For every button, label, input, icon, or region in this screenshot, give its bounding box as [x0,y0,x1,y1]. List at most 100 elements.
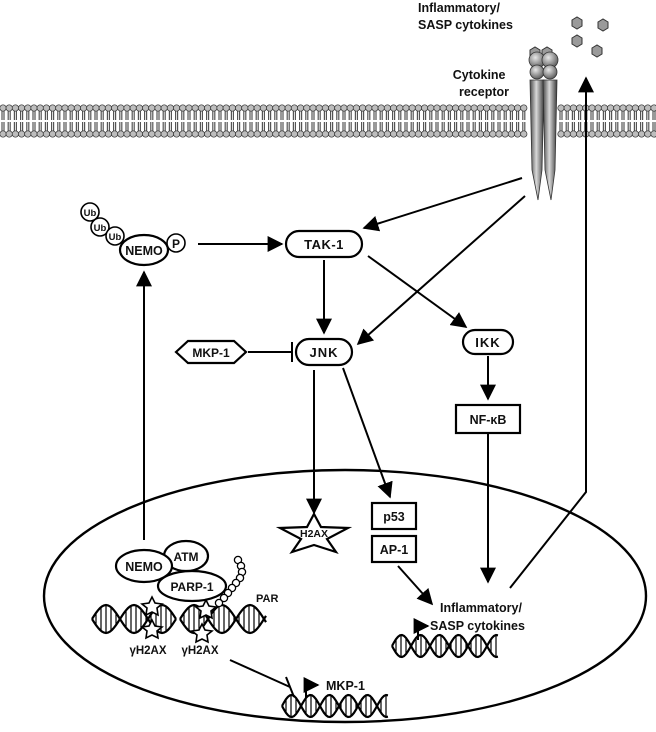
lipid-head [588,130,596,138]
hexagon-icon [571,16,583,30]
lipid-head [625,104,633,112]
lipid-head [148,130,156,138]
lipid-head [588,104,596,112]
lipid-head [445,104,453,112]
par-bead [219,593,229,603]
lipid-head [98,104,106,112]
lipid-head [86,104,94,112]
lipid-head [340,104,348,112]
tak1-node [284,229,364,259]
edge-tak1-to-ikk [367,255,468,328]
lipid-head [235,130,243,138]
ap1-node [370,534,418,564]
lipid-head [67,104,75,112]
lipid-head [123,130,131,138]
edge-ap1-to-cytokines [397,565,434,606]
lipid-head [30,130,38,138]
cytokines-nuclear-label: Inflammatory/ SASP cytokines [430,601,525,633]
edge-jnk-to-p53 [342,367,393,499]
lipid-head [303,130,311,138]
lipid-head [297,130,305,138]
nemo-ubiquitinated-complex: Ub Ub Ub NEMO P [80,202,186,267]
dna-strand [281,693,389,719]
lipid-head [30,104,38,112]
lipid-head [142,130,150,138]
lipid-head [135,130,143,138]
lipid-head [197,130,205,138]
lipid-head [173,130,181,138]
lipid-head [452,130,460,138]
lipid-head [278,104,286,112]
lipid-head [290,130,298,138]
lipid-head [371,130,379,138]
lipid-head [557,130,565,138]
lipid-head [315,104,323,112]
lipid-head [408,104,416,112]
parp1-node [156,569,228,603]
mkp1-gene-label: MKP-1 [326,679,365,693]
dna-strand [91,603,177,635]
lipid-head [439,130,447,138]
p53-node [370,501,418,531]
lipid-head [266,130,274,138]
lipid-head [433,130,441,138]
lipid-head [557,104,565,112]
lipid-head [365,130,373,138]
lipid-head [365,104,373,112]
h2ax-node [275,511,353,555]
lipid-head [644,104,652,112]
lipid-head [123,104,131,112]
lipid-head [483,104,491,112]
lipid-head [92,104,100,112]
lipid-head [346,130,354,138]
ubiquitin-1 [80,202,100,222]
lipid-head [321,130,329,138]
lipid-head [297,104,305,112]
transcription-start-arrow [303,677,320,698]
star-icon [140,618,164,640]
double-helix-icon [281,633,499,719]
lipid-head [272,104,280,112]
phospho-node [166,233,186,253]
lipid-head [185,104,193,112]
lipid-head [433,104,441,112]
lipid-head [414,104,422,112]
lipid-head [334,104,342,112]
lipid-head [464,104,472,112]
lipid-head [204,104,212,112]
lipid-head [576,104,584,112]
lipid-head [495,104,503,112]
p53-label: p53 [383,510,405,524]
lipid-head [607,130,615,138]
lipid-head [80,130,88,138]
lipid-head [154,130,162,138]
lipid-head [408,130,416,138]
lipid-head [427,104,435,112]
lipid-head [278,130,286,138]
lipid-head [111,104,119,112]
lipid-head [129,104,137,112]
dna-strand [91,603,177,635]
tak1-label: TAK-1 [304,237,344,252]
lipid-head [439,104,447,112]
lipid-head [501,130,509,138]
lipid-head [638,130,646,138]
lipid-head [383,130,391,138]
lipid-head [160,130,168,138]
lipid-head [309,104,317,112]
lipid-head [514,104,522,112]
nemo-top-label: NEMO [125,244,163,258]
lipid-head [42,130,50,138]
h2ax-label: H2AX [300,528,328,540]
lipid-head [377,130,385,138]
jnk-node [294,337,354,367]
lipid-head [166,104,174,112]
lipid-head [253,130,261,138]
secreted-cytokines [529,16,609,60]
mkp1-cytoplasm-node [174,339,248,365]
lipid-head [346,104,354,112]
lipid-head [36,130,44,138]
lipid-head [600,130,608,138]
lipid-head [328,130,336,138]
nemo-nuclear-label: NEMO [125,560,163,574]
